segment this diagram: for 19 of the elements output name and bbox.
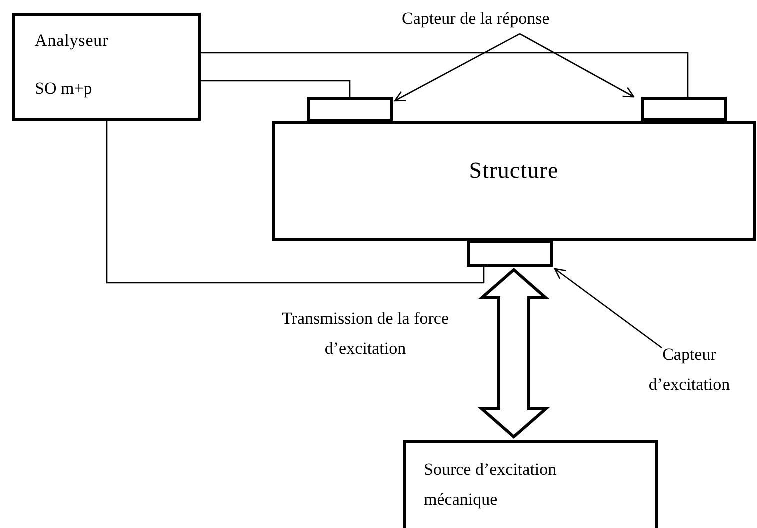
- wire-line: [106, 121, 485, 284]
- node-label: Source d’excitation mécanique: [424, 459, 558, 511]
- node-label: SO m+p: [35, 78, 94, 100]
- analyzer-box: [12, 13, 201, 121]
- sensor-block: [641, 97, 727, 121]
- sensor-block: [307, 97, 393, 122]
- source-box: [403, 440, 658, 528]
- structure-box: [272, 121, 756, 241]
- arrow: [394, 33, 520, 102]
- double-arrow: [478, 268, 550, 439]
- node-label: Structure: [468, 157, 560, 185]
- arrow: [554, 268, 662, 349]
- wire-line: [201, 52, 689, 97]
- callout-label: Capteur d’excitation: [648, 344, 732, 396]
- arrow: [520, 33, 635, 98]
- wire-line: [201, 80, 351, 97]
- sensor-block: [467, 240, 553, 267]
- callout-label: Capteur de la réponse: [402, 8, 551, 30]
- node-label: Analyseur: [35, 30, 110, 52]
